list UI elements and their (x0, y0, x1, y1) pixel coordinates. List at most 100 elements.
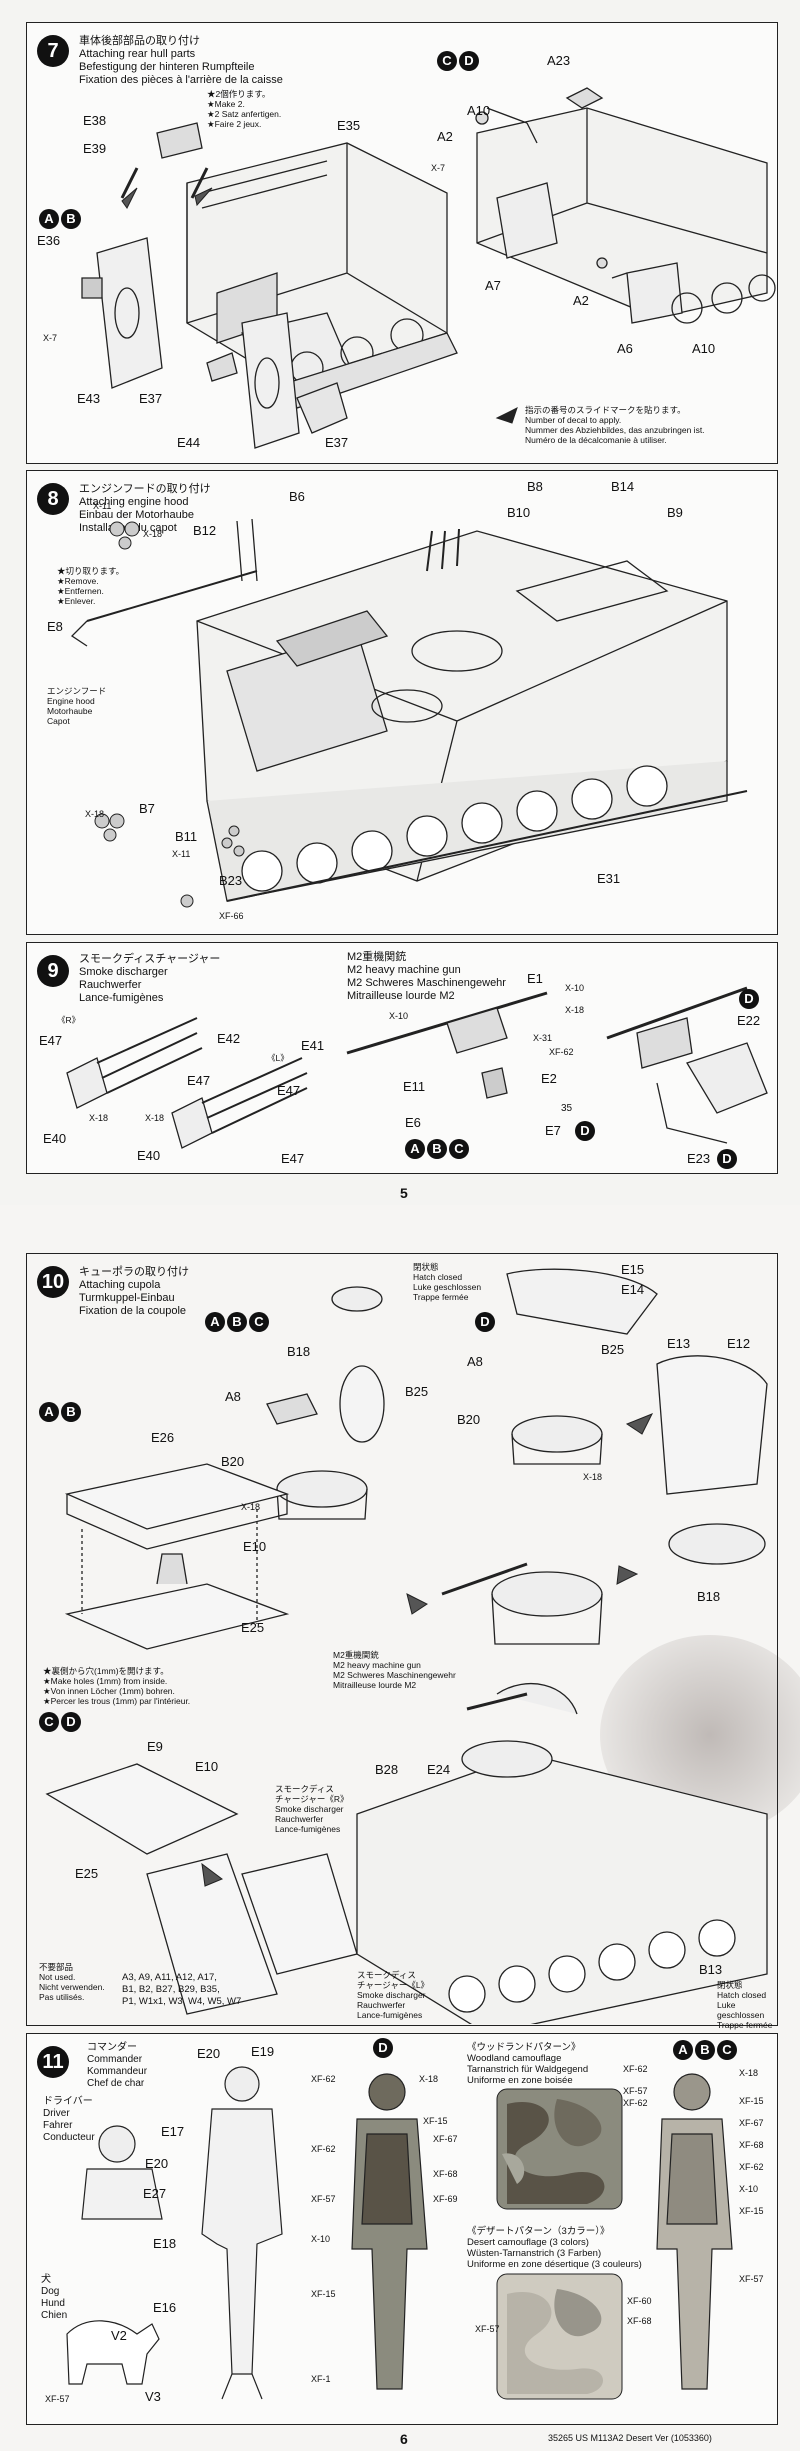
part-label: X-7 (43, 333, 58, 343)
step-10-drawing (45, 1268, 768, 2024)
part-label: XF-57 (623, 2086, 648, 2096)
step-title: スモークディスチャージャー Smoke discharger Rauchwerf… (79, 953, 221, 1004)
part-label: E47 (39, 1033, 63, 1048)
part-label: XF-15 (739, 2096, 764, 2106)
left-mark: 《L》 (267, 1053, 289, 1063)
smoke-discharger-r-note: スモークディス チャージャー《R》 Smoke discharger Rauch… (275, 1784, 349, 1834)
part-label: E23 (687, 1151, 711, 1166)
part-label: A7 (485, 278, 501, 293)
step-7-drawing (81, 87, 776, 449)
part-label: B20 (221, 1454, 245, 1469)
part-label: E25 (75, 1866, 99, 1881)
part-label: E40 (137, 1148, 161, 1163)
part-label: XF-62 (311, 2074, 336, 2084)
part-label: E6 (405, 1115, 421, 1130)
step-number: 9 (37, 955, 69, 987)
step-title: 車体後部部品の取り付け Attaching rear hull parts Be… (79, 35, 283, 86)
not-used-parts: A3, A9, A11, A12, A17, B1, B2, B27, B29,… (122, 1972, 242, 2007)
part-label: XF-68 (433, 2169, 458, 2179)
part-label: XF-62 (623, 2064, 648, 2074)
part-label: XF-57 (475, 2324, 500, 2334)
variant-badge-a: A (405, 1139, 425, 1159)
hatch-closed-note: 閉状態 Hatch closed Luke geschlossen Trappe… (413, 1262, 482, 1302)
part-label: E24 (427, 1762, 451, 1777)
woodland-caption: 《ウッドランドパターン》 Woodland camouflage Tarnans… (467, 2042, 589, 2086)
part-label: E7 (545, 1123, 561, 1138)
page-number: 6 (400, 2431, 408, 2447)
remove-note: ★切り取ります。 ★Remove. ★Entfernen. ★Enlever. (57, 566, 125, 606)
part-label: E11 (403, 1079, 426, 1094)
part-label: E9 (147, 1739, 163, 1754)
part-label: X-11 (172, 849, 191, 859)
step-9-drawing (66, 986, 768, 1149)
step-7-panel: 7 車体後部部品の取り付け Attaching rear hull parts … (26, 22, 778, 464)
part-label: XF-57 (311, 2194, 336, 2204)
step-11-panel: 11 コマンダー Commander Kommandeur Chef de ch… (26, 2033, 778, 2425)
part-label: XF-15 (739, 2206, 764, 2216)
part-label: E18 (153, 2236, 177, 2251)
variant-badge-c: C (717, 2040, 737, 2060)
part-label: E20 (145, 2156, 169, 2171)
part-label: B20 (457, 1412, 481, 1427)
variant-badge-b: B (427, 1139, 447, 1159)
part-label: V2 (111, 2328, 127, 2343)
part-label: XF-57 (45, 2394, 70, 2404)
part-label: X-11 (93, 501, 112, 511)
part-label: B12 (193, 523, 217, 538)
part-label: E2 (541, 1071, 557, 1086)
part-label: B7 (139, 801, 155, 816)
part-label: X-10 (389, 1011, 409, 1021)
part-label: 35 (561, 1103, 573, 1114)
part-label: E14 (621, 1282, 645, 1297)
step-11-drawing (66, 2066, 733, 2400)
step-9-panel: 9 スモークディスチャージャー Smoke discharger Rauchwe… (26, 942, 778, 1174)
part-label: X-18 (739, 2068, 759, 2078)
variant-badge-d: D (475, 1312, 495, 1332)
footer-code: 35265 US M113A2 Desert Ver (1053360) (548, 2433, 712, 2443)
mg-note: M2重機関銃 M2 heavy machine gun M2 Schweres … (333, 1650, 456, 1690)
part-label: X-18 (89, 1113, 109, 1123)
part-label: E10 (195, 1759, 219, 1774)
part-label: B9 (667, 505, 683, 520)
part-label: X-10 (565, 983, 585, 993)
make-two-note: ★2個作ります。 ★Make 2. ★2 Satz anfertigen. ★F… (207, 89, 282, 129)
part-label: E20 (197, 2046, 221, 2061)
part-label: E36 (37, 233, 61, 248)
part-label: B6 (289, 489, 305, 504)
step-title: キューポラの取り付け Attaching cupola Turmkuppel-E… (79, 1266, 189, 1317)
engine-hood-note: エンジンフード Engine hood Motorhaube Capot (47, 686, 107, 726)
part-label: X-18 (583, 1472, 603, 1482)
part-label: XF-15 (423, 2116, 448, 2126)
manual-page-6: 10 キューポラの取り付け Attaching cupola Turmkuppe… (0, 1205, 800, 2451)
part-label: X-10 (739, 2184, 759, 2194)
holes-note: ★裏側から穴(1mm)を開けます。 ★Make holes (1mm) from… (43, 1666, 191, 1706)
variant-badge-a: A (39, 1402, 59, 1422)
variant-badge-d: D (739, 989, 759, 1009)
variant-badge-c: C (39, 1712, 59, 1732)
part-label: E47 (277, 1083, 301, 1098)
step-8-panel: 8 エンジンフードの取り付け Attaching engine hood Ein… (26, 470, 778, 935)
part-label: B14 (611, 479, 635, 494)
commander-caption: コマンダー Commander Kommandeur Chef de char (87, 2042, 148, 2089)
part-label: E10 (243, 1539, 267, 1554)
part-label: E1 (527, 971, 543, 986)
variant-badge-b: B (227, 1312, 247, 1332)
not-used-note: 不要部品 Not used. Nicht verwenden. Pas util… (39, 1962, 105, 2002)
part-label: XF-66 (219, 911, 244, 921)
part-label: V3 (145, 2389, 161, 2404)
part-label: E31 (597, 871, 621, 886)
variant-badge-b: B (61, 1402, 81, 1422)
step-number: 8 (37, 483, 69, 515)
variant-badge-d: D (373, 2038, 393, 2058)
part-label: E22 (737, 1013, 761, 1028)
part-label: X-18 (143, 529, 163, 539)
part-label: E47 (281, 1151, 305, 1166)
variant-badge-a: A (673, 2040, 693, 2060)
part-label: E37 (325, 435, 349, 450)
part-label: A2 (437, 129, 453, 144)
part-label: B10 (507, 505, 531, 520)
part-label: XF-15 (311, 2289, 336, 2299)
variant-badge-c: C (449, 1139, 469, 1159)
part-label: XF-68 (739, 2140, 764, 2150)
manual-page-5: 7 車体後部部品の取り付け Attaching rear hull parts … (0, 0, 800, 1205)
